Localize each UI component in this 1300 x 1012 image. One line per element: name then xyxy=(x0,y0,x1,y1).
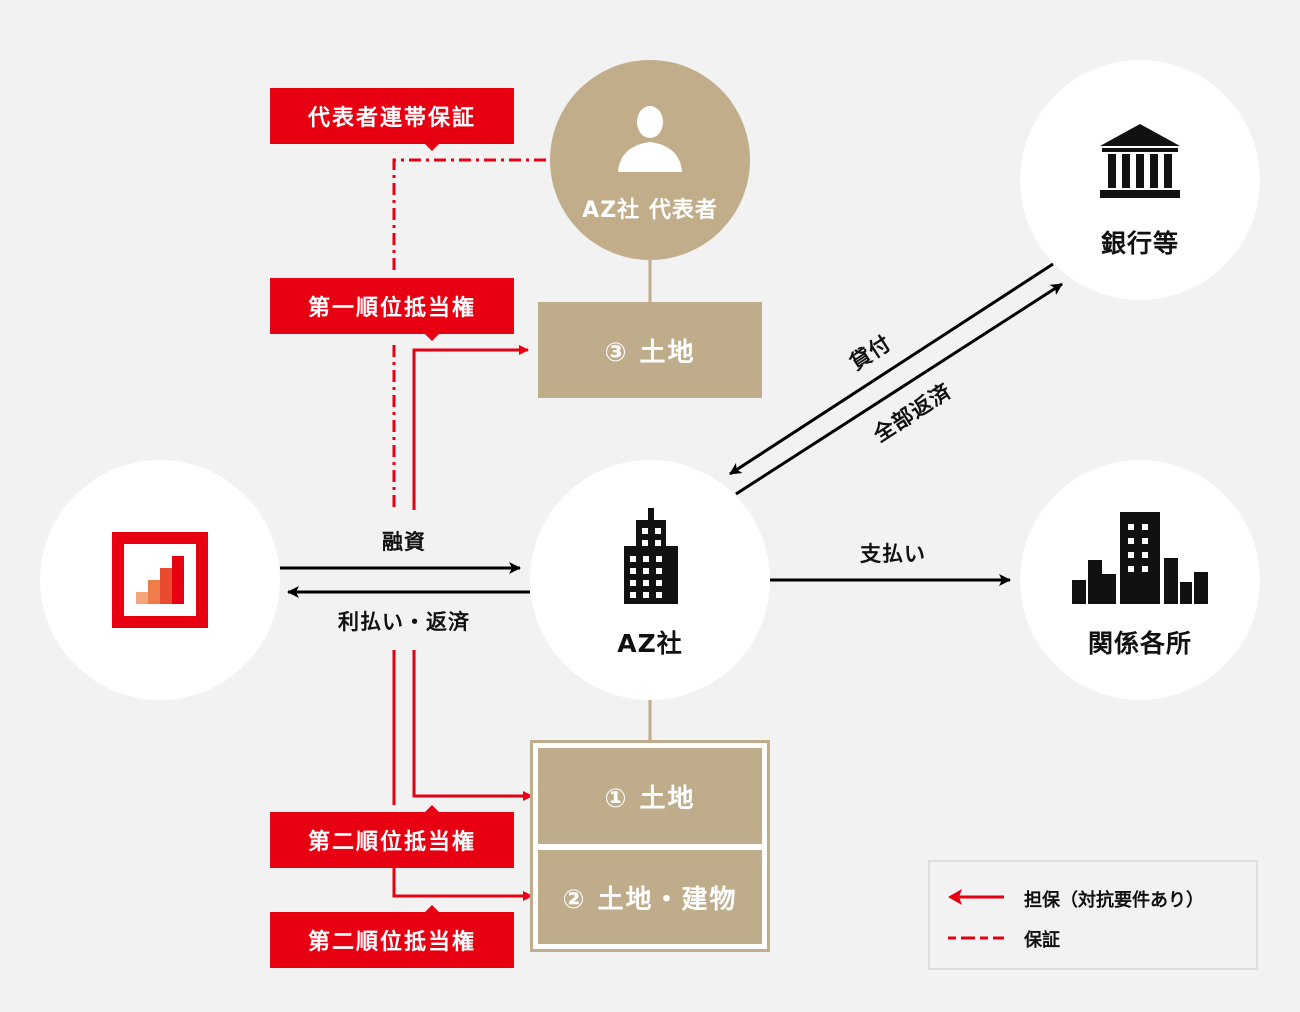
building-icon xyxy=(624,508,678,604)
window xyxy=(642,540,648,546)
related-label: 関係各所 xyxy=(1087,629,1193,658)
logo-icon xyxy=(112,532,208,628)
land1-box: ① 土地 xyxy=(538,748,762,844)
window xyxy=(1128,566,1134,572)
window xyxy=(1142,538,1148,544)
payment-label: 支払い xyxy=(860,542,926,566)
guarantee-label: 代表者連帯保証 xyxy=(270,88,514,151)
window xyxy=(643,592,649,598)
window xyxy=(1142,524,1148,530)
arrow-left-icon xyxy=(948,889,962,905)
interest-repay-label: 利払い・返済 xyxy=(338,610,470,634)
window xyxy=(643,568,649,574)
window xyxy=(656,568,662,574)
financing-label: 融資 xyxy=(382,530,426,554)
window xyxy=(655,540,661,546)
window xyxy=(655,528,661,534)
land-building2-box: ② 土地・建物 xyxy=(538,850,762,944)
company-label: AZ社 xyxy=(617,629,683,658)
city-icon xyxy=(1072,512,1208,604)
second-mortgage-label: 第二順位抵当権 xyxy=(270,805,514,868)
bank-label: 銀行等 xyxy=(1100,229,1180,258)
window xyxy=(643,556,649,562)
window xyxy=(643,580,649,586)
window xyxy=(1128,524,1134,530)
window xyxy=(656,592,662,598)
window xyxy=(1142,552,1148,558)
window xyxy=(630,592,636,598)
window xyxy=(1128,538,1134,544)
window xyxy=(642,528,648,534)
window xyxy=(656,556,662,562)
bank-icon xyxy=(1100,124,1180,198)
window xyxy=(1128,552,1134,558)
legend-guarantee: 保証 xyxy=(1024,930,1060,951)
window xyxy=(656,580,662,586)
window xyxy=(630,568,636,574)
window xyxy=(1142,566,1148,572)
first-mortgage-label: 第一順位抵当権 xyxy=(270,278,514,341)
second-mortgage-label: 第二順位抵当権 xyxy=(270,905,514,968)
legend: 担保（対抗要件あり） 保証 xyxy=(928,860,1258,970)
representative-label: AZ社 代表者 xyxy=(582,198,718,223)
land3-box: ③ 土地 xyxy=(538,302,762,398)
person-icon xyxy=(618,106,682,172)
legend-collateral: 担保（対抗要件あり） xyxy=(1024,890,1204,911)
window xyxy=(630,580,636,586)
window xyxy=(630,556,636,562)
